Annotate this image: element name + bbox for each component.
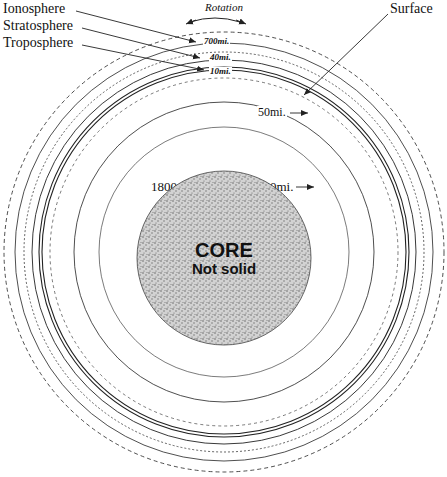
depth-label: 50mi. bbox=[257, 106, 287, 119]
layer-label: Troposphere bbox=[2, 36, 74, 51]
layer-label: Stratosphere bbox=[2, 19, 74, 34]
height-label: 10mi. bbox=[209, 67, 232, 76]
height-label: 700mi. bbox=[203, 37, 230, 46]
layer-label: Ionosphere bbox=[2, 2, 66, 17]
rotation-label: Rotation bbox=[204, 2, 244, 14]
surface-label: Surface bbox=[389, 2, 434, 17]
core-note: Not solid bbox=[192, 261, 256, 278]
core-circle: CORENot solid bbox=[136, 170, 312, 346]
core-title: CORE bbox=[195, 239, 253, 261]
height-label: 40mi. bbox=[209, 53, 232, 62]
